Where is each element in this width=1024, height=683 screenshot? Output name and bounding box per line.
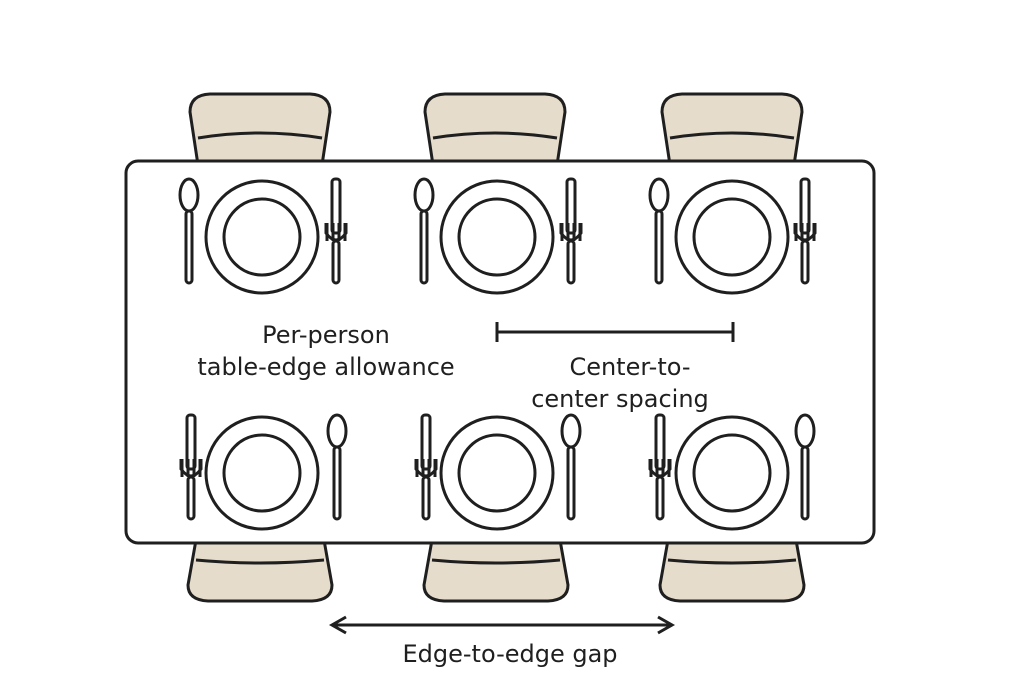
chair-top-right [660,92,804,167]
chair-bottom-center [422,538,570,603]
chair-bottom-right [658,538,806,603]
edge-gap-arrow [328,615,676,635]
center-spacing-bar [495,322,735,342]
spacing-label-line1: Center-to- [569,353,691,381]
spacing-label-line2: center spacing [531,385,709,413]
chair-top-center [423,92,567,167]
chair-bottom-left [186,538,334,603]
allowance-label-line1: Per-person [262,321,390,349]
allowance-label-line2: table-edge allowance [197,353,455,381]
chair-top-left [188,92,332,167]
gap-label: Edge-to-edge gap [402,640,618,668]
